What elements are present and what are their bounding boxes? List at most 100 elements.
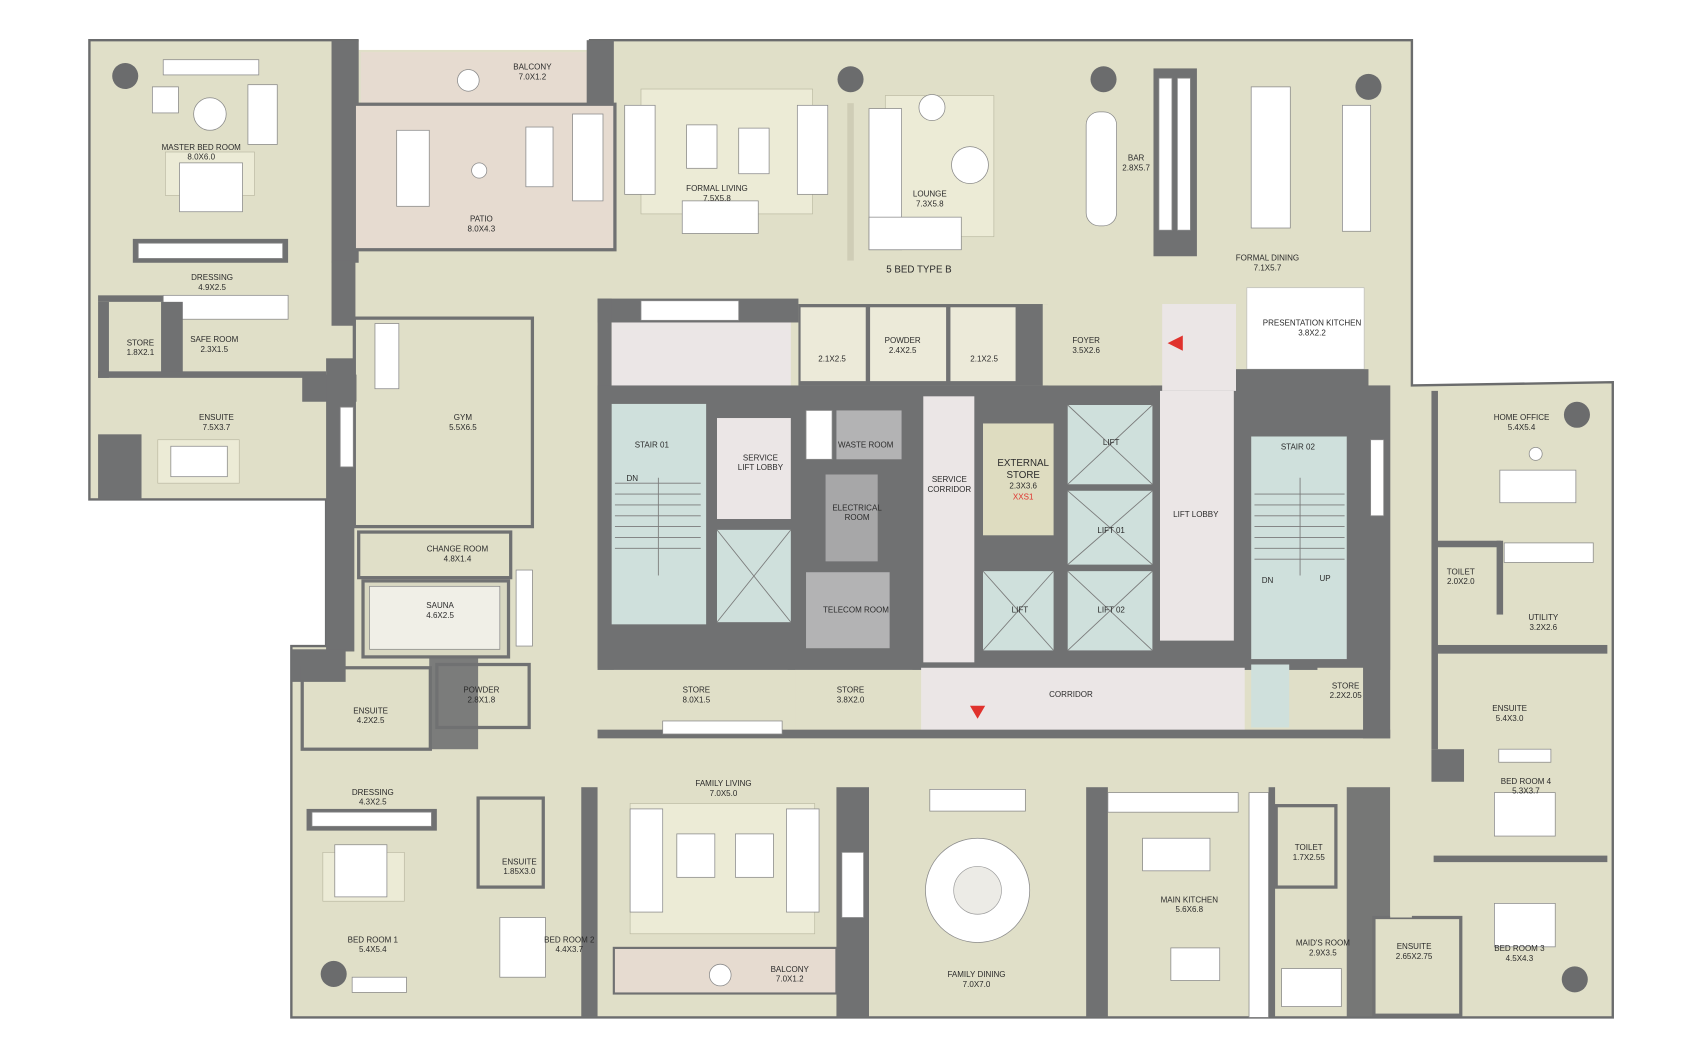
patio-sofa — [572, 113, 604, 202]
room-name: LIFT 01 — [1097, 526, 1125, 535]
stair-01 — [611, 403, 707, 625]
room-labels: MASTER BED ROOM8.0X6.0DRESSING4.9X2.5STO… — [127, 62, 1559, 989]
stair-01-dn: DN — [627, 474, 639, 483]
sideboard — [1342, 104, 1372, 232]
service-lift-lobby — [716, 418, 791, 520]
room-size: 7.0X1.2 — [776, 975, 804, 984]
kitchen-sink-unit — [1170, 947, 1221, 981]
waste-bins — [805, 410, 833, 460]
room-size: 7.1X5.7 — [1254, 263, 1282, 272]
bed-4 — [1494, 792, 1556, 837]
room-name: HOME OFFICE — [1494, 413, 1550, 422]
room-size: 2.3X1.5 — [200, 345, 228, 354]
room-size: 7.0X1.2 — [519, 72, 547, 81]
room-size: 3.5X2.6 — [1072, 346, 1100, 355]
store-shelving — [662, 720, 783, 735]
lift-lobby — [1159, 390, 1234, 641]
room-size: CORRIDOR — [928, 485, 972, 494]
lounge-sofa — [868, 216, 962, 251]
waste-room — [836, 410, 902, 460]
room-size: 4.8X1.4 — [444, 554, 472, 563]
red-triangle-corridor — [969, 705, 986, 719]
entry-vestibule — [1162, 304, 1237, 391]
wall-gym-left — [331, 260, 356, 326]
wall-right-wing — [1431, 390, 1438, 750]
room-name: STAIR 02 — [1281, 443, 1316, 452]
passage — [1390, 787, 1412, 918]
room-name: TOILET — [1447, 567, 1475, 576]
kitchen-island — [1142, 837, 1211, 872]
wall-store-safe — [161, 301, 183, 376]
external-store-code: XXS1 — [1013, 492, 1034, 501]
utility-counter — [1503, 542, 1594, 563]
room-size: 4.9X2.5 — [198, 283, 226, 292]
room-name: STORE — [127, 338, 154, 347]
column — [1561, 966, 1588, 993]
room-size: 7.3X5.8 — [916, 199, 944, 208]
room-name: BED ROOM 1 — [348, 935, 399, 944]
room-name: POWDER — [885, 336, 921, 345]
patio-stool — [471, 162, 488, 179]
room-name: FAMILY DINING — [947, 970, 1005, 979]
room-size: 5.4X5.4 — [1508, 423, 1536, 432]
treadmill — [374, 323, 400, 390]
room-size: 2.0X2.0 — [1447, 577, 1475, 586]
column — [1563, 401, 1590, 428]
patio-sideboard — [525, 126, 554, 188]
column — [320, 960, 347, 987]
foyer-area — [1042, 304, 1152, 386]
room-size: 8.0X1.5 — [683, 696, 711, 705]
external-store — [983, 423, 1054, 536]
room-size: 2.9X3.5 — [1309, 949, 1337, 958]
column — [1090, 66, 1117, 93]
wall-store-left — [98, 301, 109, 378]
wardrobe — [137, 242, 284, 259]
wc-1 — [800, 307, 866, 382]
coffee-table — [738, 127, 770, 175]
coffee-table — [735, 833, 774, 878]
desk — [1499, 469, 1577, 504]
room-name: UTILITY — [1528, 613, 1558, 622]
room-name: BED ROOM 2 — [544, 935, 595, 944]
ensuite-small — [1372, 915, 1463, 1017]
bar-shelf — [1158, 77, 1173, 231]
room-size: 2.2X2.05 — [1330, 691, 1363, 700]
room-size: 2.8X1.8 — [468, 696, 496, 705]
column — [112, 62, 139, 90]
planter — [841, 851, 864, 918]
stair-02-treads — [1254, 477, 1345, 576]
lazy-susan — [953, 866, 1002, 915]
room-name: TELECOM ROOM — [823, 605, 889, 614]
change-room-walls — [357, 530, 513, 580]
wc-2 — [950, 307, 1016, 382]
room-name: MAIN KITCHEN — [1161, 895, 1219, 904]
sofa-right — [796, 104, 829, 195]
tv-console — [162, 59, 260, 76]
room-name: GYM — [454, 413, 473, 422]
plan-title: 5 BED TYPE B — [886, 265, 952, 276]
wall-core-right — [1363, 385, 1391, 739]
room-name: SAUNA — [426, 601, 454, 610]
sideboard — [929, 788, 1026, 812]
room-name: DRESSING — [352, 788, 394, 797]
room-name: LIFT 02 — [1097, 605, 1125, 614]
room-name: BALCONY — [771, 965, 810, 974]
kitchen-tall-units — [1248, 792, 1269, 1018]
wall-bed3 — [1433, 855, 1608, 863]
room-size: 5.4X3.0 — [1496, 714, 1524, 723]
wall-block — [429, 656, 479, 750]
room-size: LIFT LOBBY — [738, 463, 784, 472]
room-name: PATIO — [470, 215, 493, 224]
room-name: STORE — [1332, 681, 1359, 690]
tv-console — [351, 976, 407, 993]
stair-01-treads — [614, 477, 701, 576]
room-size: 5.3X3.7 — [1512, 787, 1540, 796]
presentation-kitchen-area — [1246, 287, 1365, 370]
ensuite-walls — [476, 796, 545, 889]
core-bottom-wall — [597, 729, 1391, 739]
room-name: FORMAL DINING — [1236, 254, 1299, 263]
maid-bed — [1281, 968, 1342, 1007]
room-size: 7.5X5.8 — [703, 194, 731, 203]
side-table — [1528, 446, 1543, 461]
wall-kitchen — [1086, 787, 1108, 1018]
